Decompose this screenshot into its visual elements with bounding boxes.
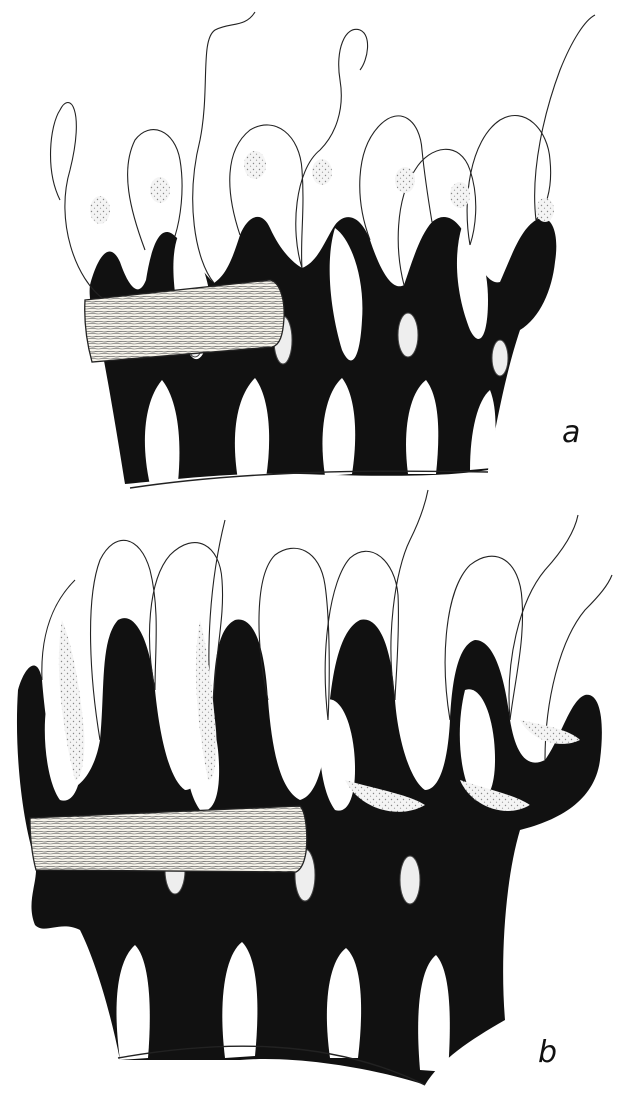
panel-b-bulb [400, 856, 420, 904]
panel-b-band [30, 806, 307, 872]
panel-a-cap [536, 198, 554, 222]
panel-a-cap [312, 159, 332, 185]
panel-a-label: a [562, 418, 580, 448]
panel-a-cap [150, 177, 170, 203]
panel-a-papilla [535, 15, 595, 220]
panel-a-bulb [398, 313, 418, 357]
panel-a-bulb [492, 340, 508, 376]
panel-b-label: b [538, 1038, 557, 1068]
panel-a-cap [395, 167, 415, 193]
panel-b [17, 490, 612, 1085]
panel-a-cap [450, 182, 470, 208]
panel-a-cap [90, 196, 110, 224]
panel-a [51, 12, 595, 488]
panel-b-papilla [509, 515, 578, 720]
panel-a-cap [244, 151, 266, 179]
panel-b-papilla [259, 548, 329, 720]
